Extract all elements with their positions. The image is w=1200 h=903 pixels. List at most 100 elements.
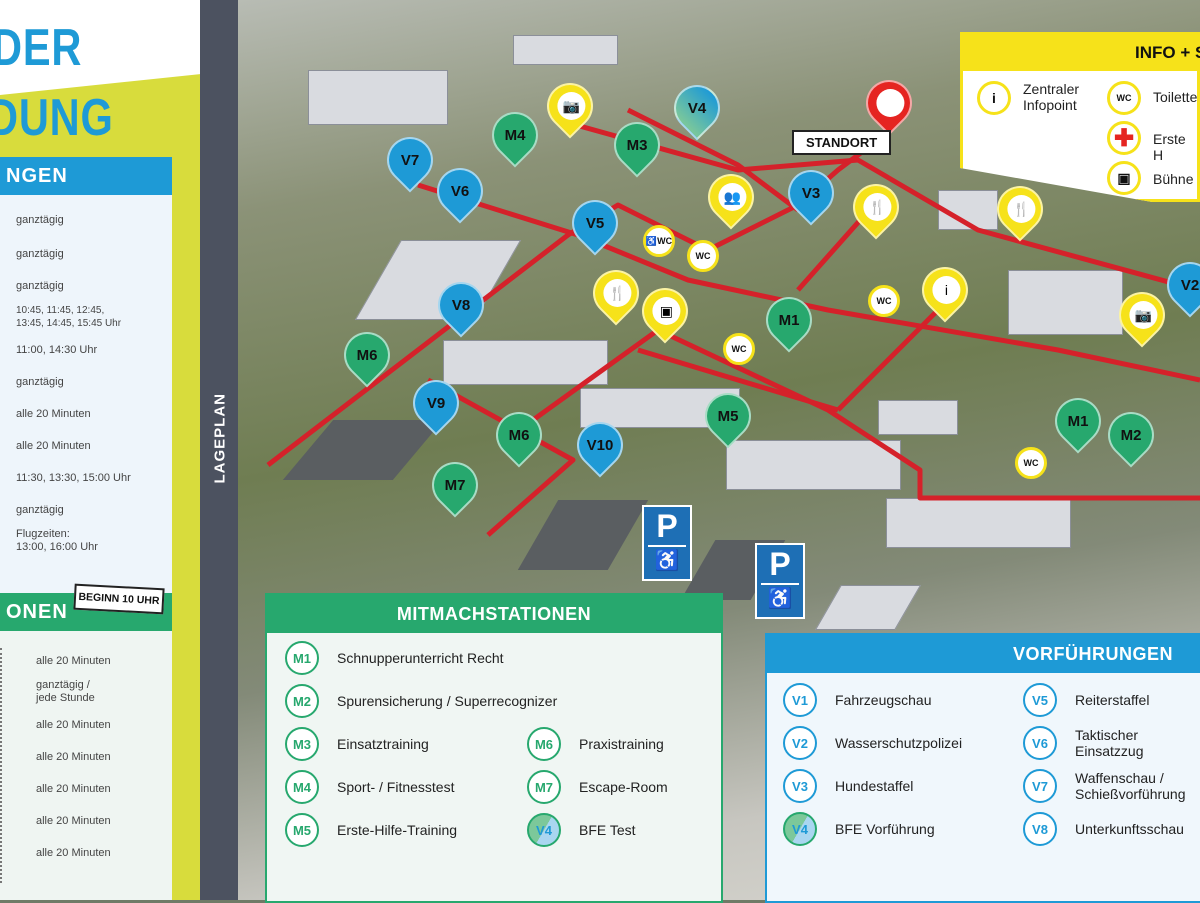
building	[726, 440, 901, 490]
legend-item: V3 Hundestaffel	[783, 769, 913, 803]
schedule-time: ganztägig	[16, 280, 64, 292]
legend-item: V4 BFE Vorführung	[783, 812, 935, 846]
first-aid-icon: ✚	[1107, 121, 1141, 155]
legend-label: Reiterstaffel	[1075, 692, 1150, 708]
schedule-time: Flugzeiten: 13:00, 16:00 Uhr	[16, 528, 98, 553]
building	[443, 340, 608, 385]
lageplan-strip	[200, 0, 238, 900]
station-badge: M4	[285, 770, 319, 804]
station-badge: M7	[527, 770, 561, 804]
info-legend: INFO + S i Zentraler Infopoint WC Toilet…	[960, 32, 1200, 202]
station-badge: V7	[1023, 769, 1057, 803]
restaurant-icon: 🍴	[863, 193, 892, 221]
vorfuehrungen-schedule: NGEN ganztägig ganztägig ganztägig 10:45…	[0, 157, 172, 593]
schedule-time: alle 20 Minuten	[36, 815, 111, 827]
station-badge: V6	[1023, 726, 1057, 760]
schedule-time: 11:30, 13:30, 15:00 Uhr	[16, 472, 131, 484]
lageplan-label: LAGEPLAN	[211, 393, 229, 484]
wheelchair-icon: ♿	[761, 583, 799, 613]
schedule-time: alle 20 Minuten	[16, 440, 91, 452]
accessible-parking-sign: P♿	[642, 505, 692, 581]
legend-label: Fahrzeugschau	[835, 692, 932, 708]
schedule-time: alle 20 Minuten	[36, 783, 111, 795]
legend-item: V1 Fahrzeugschau	[783, 683, 932, 717]
station-badge: M1	[285, 641, 319, 675]
legend-label: Escape-Room	[579, 779, 668, 795]
legend-item: V6 Taktischer Einsatzzug	[1023, 726, 1143, 760]
schedule-time: 11:00, 14:30 Uhr	[16, 344, 98, 356]
begin-time-badge: BEGINN 10 UHR	[73, 583, 165, 615]
station-badge: M2	[285, 684, 319, 718]
accessible-wc-icon[interactable]: ♿WC	[643, 225, 675, 257]
schedule-time: alle 20 Minuten	[36, 847, 111, 859]
legend-item: M6 Praxistraining	[527, 727, 664, 761]
station-badge: V4	[527, 813, 561, 847]
legend-label: Sport- / Fitnesstest	[337, 779, 455, 795]
legend-header: MITMACHSTATIONEN	[267, 595, 721, 633]
legend-item: V7 Waffenschau / Schießvorführung	[1023, 769, 1186, 803]
building	[308, 70, 448, 125]
legend-label: Taktischer Einsatzzug	[1075, 727, 1144, 759]
toilet-icon: WC	[1107, 81, 1141, 115]
station-badge: V8	[1023, 812, 1057, 846]
legend-label: Praxistraining	[579, 736, 664, 752]
mitmach-schedule: ONEN alle 20 Minuten ganztägig / jede St…	[0, 593, 172, 900]
legend-label: BFE Vorführung	[835, 821, 935, 837]
wc-icon[interactable]: WC	[1015, 447, 1047, 479]
restaurant-icon: 🍴	[1007, 195, 1036, 223]
wc-icon[interactable]: WC	[687, 240, 719, 272]
mitmachstationen-legend: MITMACHSTATIONEN M1 Schnupperunterricht R…	[265, 593, 723, 903]
wc-icon[interactable]: WC	[723, 333, 755, 365]
stage-icon: ▣	[652, 297, 681, 325]
legend-item: M5 Erste-Hilfe-Training	[285, 813, 457, 847]
parking-label: P	[769, 546, 791, 582]
wc-icon[interactable]: WC	[868, 285, 900, 317]
building	[878, 400, 958, 435]
legend-label: Hundestaffel	[835, 778, 914, 794]
schedule-time: 10:45, 11:45, 12:45, 13:45, 14:45, 15:45…	[16, 305, 122, 329]
station-badge: M5	[285, 813, 319, 847]
legend-label: Erste-Hilfe-Training	[337, 822, 458, 838]
legend-item: M1 Schnupperunterricht Recht	[285, 641, 504, 675]
station-badge: V5	[1023, 683, 1057, 717]
schedule-time: alle 20 Minuten	[16, 408, 91, 420]
station-badge: V1	[783, 683, 817, 717]
location-marker-icon	[876, 89, 905, 117]
title-line-1: DER	[0, 19, 83, 77]
standort-label: STANDORT	[792, 130, 892, 155]
camera-icon: 📷	[1129, 301, 1158, 329]
schedule-time: ganztägig / jede Stunde	[36, 679, 95, 704]
legend-label: Einsatztraining	[337, 736, 429, 752]
station-badge: M3	[285, 727, 319, 761]
side-panel: DER DUNG NGEN ganztägig ganztägig ganztä…	[0, 0, 200, 900]
info-label: Bühne	[1153, 171, 1194, 187]
camera-icon: 📷	[557, 92, 586, 120]
info-header: INFO + S	[963, 35, 1200, 71]
schedule-time: alle 20 Minuten	[36, 751, 111, 763]
accessible-parking-sign: P♿	[755, 543, 805, 619]
people-icon: 👥	[718, 183, 747, 211]
station-badge: V4	[783, 812, 817, 846]
building	[513, 35, 618, 65]
info-label: Zentraler Infopoint	[1023, 81, 1080, 113]
legend-item: V5 Reiterstaffel	[1023, 683, 1149, 717]
station-badge: V3	[783, 769, 817, 803]
legend-label: Schnupperunterricht Recht	[337, 650, 504, 666]
legend-item: M7 Escape-Room	[527, 770, 668, 804]
info-label: Toilette	[1153, 89, 1198, 105]
schedule-time: ganztägig	[16, 248, 64, 260]
title-line-2: DUNG	[0, 89, 114, 147]
station-badge: M6	[527, 727, 561, 761]
parking-label: P	[656, 508, 678, 544]
station-badge: V2	[783, 726, 817, 760]
legend-label: Waffenschau / Schießvorführung	[1075, 770, 1186, 802]
restaurant-icon: 🍴	[603, 279, 632, 307]
schedule-time: ganztägig	[16, 504, 64, 516]
stage-icon: ▣	[1107, 161, 1141, 195]
legend-item: M3 Einsatztraining	[285, 727, 429, 761]
